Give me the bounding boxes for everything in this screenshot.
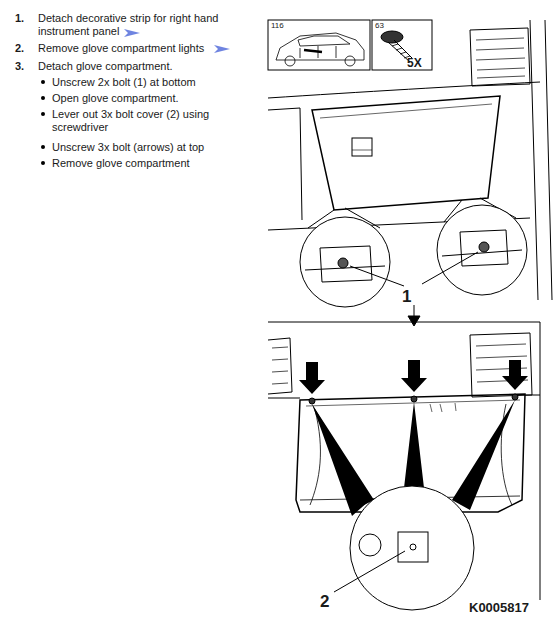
bolt-arrows: [299, 360, 528, 394]
instruction-text: 3.: [15, 60, 35, 73]
screw-inset-frame: [372, 20, 432, 70]
leader-line: [334, 551, 405, 592]
instruction-text: Remove glove compartment: [52, 157, 252, 170]
drawing: [41, 20, 552, 610]
bolt: [479, 242, 489, 252]
instruction-text: Unscrew 2x bolt (1) at bottom: [52, 76, 252, 89]
bullet-dots: [41, 80, 45, 165]
bolt: [338, 258, 348, 268]
instruction-text: Detach glove compartment.: [38, 60, 253, 73]
instruction-text: Unscrew 3x bolt (arrows) at top: [52, 141, 252, 154]
instruction-text: Open glove compartment.: [52, 92, 252, 105]
instruction-text: Detach decorative strip for right hand i…: [38, 12, 253, 38]
instruction-text: Lever out 3x bolt cover (2) using screwd…: [52, 108, 232, 134]
lid-handle: [352, 138, 372, 156]
glove-compartment-lid: [312, 96, 500, 210]
dashboard-lower: [268, 333, 540, 398]
detail-magnifier: [300, 198, 527, 307]
bolt-cover-magnifier: [312, 400, 515, 610]
callout-number: K0005817: [469, 600, 555, 615]
callout-number: 2: [320, 592, 340, 611]
callout-number: 116: [271, 21, 301, 31]
car-sketch: [276, 33, 364, 66]
callout-number: 1: [402, 287, 422, 306]
callout-number: 63: [375, 21, 405, 31]
instruction-text: 2.: [15, 42, 35, 55]
car-inset-frame: [268, 20, 370, 70]
instruction-text: Remove glove compartment lights: [38, 42, 238, 55]
leader-line: [350, 252, 478, 286]
view-arrow-head: [408, 316, 420, 326]
callout-number: 5X: [407, 56, 431, 70]
instruction-text: 1.: [15, 12, 35, 25]
